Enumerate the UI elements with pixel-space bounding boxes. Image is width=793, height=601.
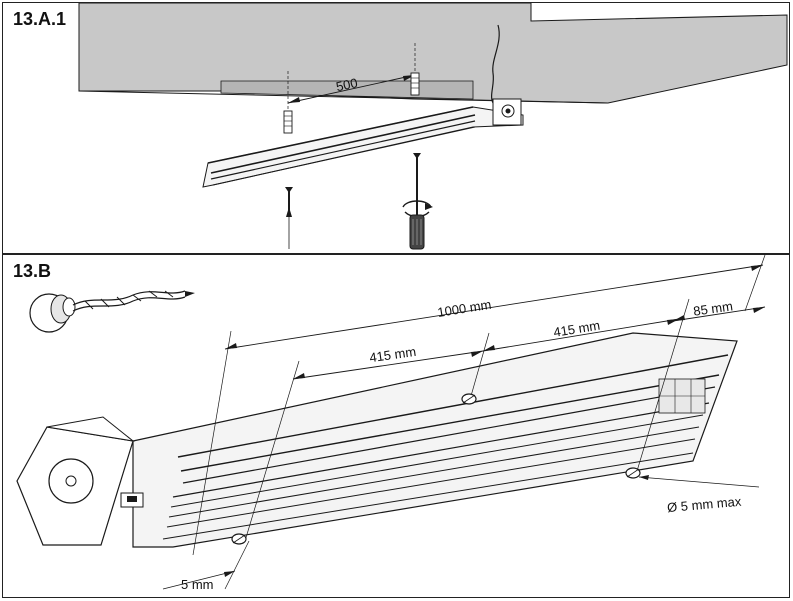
- step-13b-panel: 1000 mm 85 mm 415 mm: [2, 254, 790, 598]
- wall-plug-left: [283, 110, 293, 134]
- step-label-13b: 13.B: [11, 261, 54, 281]
- dimension-1000mm-text: 1000 mm: [436, 297, 492, 320]
- ceiling-mount-illustration: 500: [78, 3, 788, 250]
- hole-diameter-callout: Ø 5 mm max: [638, 475, 760, 515]
- dimension-415mm-right-text: 415 mm: [552, 318, 601, 340]
- drill-hole-right: [625, 467, 641, 479]
- ceiling-slab: [78, 3, 788, 104]
- step-label-13a1: 13.A.1: [11, 9, 69, 29]
- end-cap-left: [16, 416, 144, 546]
- drill-hole-left: [231, 533, 247, 545]
- dimension-5mm: 5 mm: [162, 540, 250, 592]
- dimension-415mm-right: 415 mm: [468, 318, 680, 404]
- wall-plug-right: [410, 72, 420, 96]
- dimension-85mm: 85 mm: [636, 298, 766, 472]
- drilling-dimensions-illustration: 1000 mm 85 mm 415 mm: [16, 255, 766, 592]
- hole-diameter-text: Ø 5 mm max: [666, 494, 742, 515]
- drill-bit-icon: [29, 290, 195, 333]
- screwdriver-icon: [402, 179, 433, 250]
- dimension-500-text: 500: [335, 75, 359, 94]
- drill-hole-center: [461, 393, 477, 405]
- dimension-415mm-left-text: 415 mm: [368, 344, 417, 365]
- dimension-415mm-left: 415 mm: [244, 344, 484, 542]
- screw-right: [413, 153, 421, 179]
- dimension-85mm-text: 85 mm: [692, 298, 733, 318]
- step-13a1-panel: 500: [2, 2, 790, 254]
- power-cable: [490, 24, 500, 104]
- screw-left: [285, 187, 293, 249]
- dimension-500: 500: [287, 43, 416, 118]
- dimension-5mm-text: 5 mm: [181, 577, 214, 592]
- mounting-profile: [202, 98, 524, 188]
